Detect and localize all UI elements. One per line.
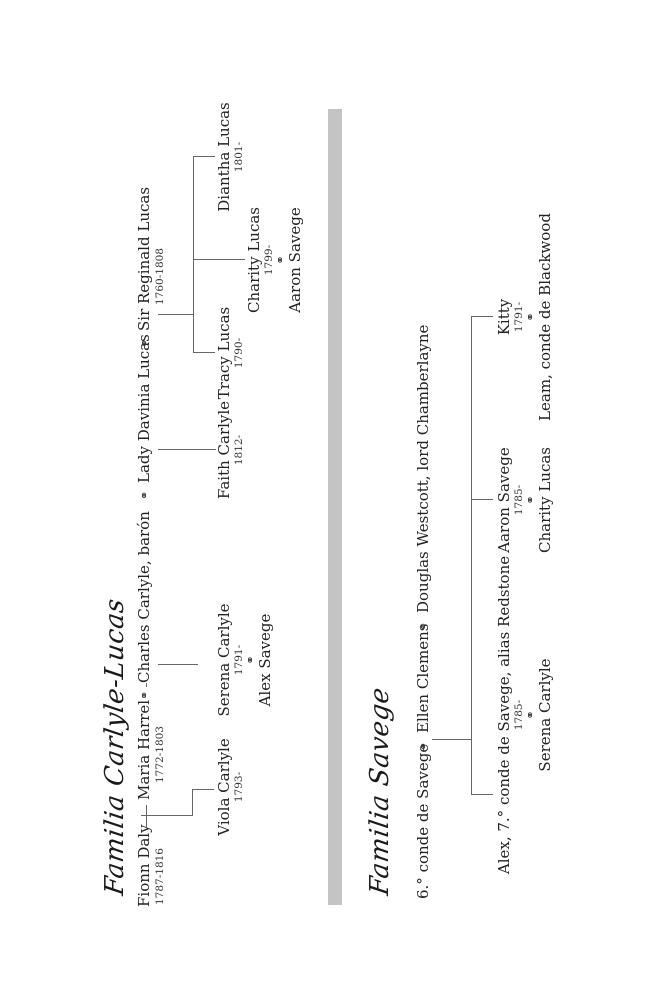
person-ellen-clemens: Ellen Clemens bbox=[414, 623, 432, 733]
family-title-carlyle-lucas: Familia Carlyle-Lucas bbox=[100, 596, 130, 898]
person-6th-conde-de-savege: 6.° conde de Savege bbox=[414, 743, 432, 899]
connector-line bbox=[193, 155, 215, 157]
child-aaron-savege: Aaron Savege 1785- ⚭ Charity Lucas bbox=[495, 447, 554, 553]
person-maria-harrel: Maria Harrel bbox=[135, 699, 153, 800]
connector-line bbox=[147, 814, 193, 816]
person-fionn-daly: Fionn Daly bbox=[135, 824, 153, 907]
person-sir-reginald-lucas: Sir Reginald Lucas bbox=[135, 186, 153, 331]
person-lady-davinia-lucas: Lady Davinia Lucas bbox=[135, 334, 153, 483]
child-kitty: Kitty 1791- ⚭ Leam, conde de Blackwood bbox=[495, 213, 554, 421]
spouse-leam-blackwood: Leam, conde de Blackwood bbox=[536, 213, 554, 421]
years-fionn-daly: 1787-1816 bbox=[154, 848, 166, 905]
family-title-savege: Familia Savege bbox=[365, 685, 395, 898]
spouse-charity-lucas: Charity Lucas bbox=[536, 447, 554, 553]
sibling-bar bbox=[471, 317, 473, 795]
connector-line bbox=[193, 258, 245, 260]
child-diantha-lucas: Diantha Lucas 1801- bbox=[215, 102, 245, 212]
marriage-symbol: ⚭ bbox=[417, 621, 430, 631]
connector-line bbox=[471, 498, 493, 500]
child-alex-savege: Alex, 7.° conde de Savege, alias Redston… bbox=[495, 555, 554, 875]
connector-line bbox=[471, 315, 493, 317]
connector-line bbox=[193, 351, 215, 353]
sibling-bar bbox=[193, 157, 195, 353]
child-faith-carlyle: Faith Carlyle 1812- bbox=[215, 400, 245, 500]
marriage-symbol: ⚭ bbox=[138, 490, 151, 500]
child-tracy-lucas: Tracy Lucas 1790- bbox=[215, 306, 245, 400]
connector-line bbox=[158, 313, 194, 315]
child-serena-carlyle: Serena Carlyle 1791- ⚭ Alex Savege bbox=[215, 603, 274, 717]
connector-line bbox=[192, 788, 214, 790]
years-sir-reginald-lucas: 1760-1808 bbox=[154, 248, 166, 305]
section-divider bbox=[328, 109, 342, 905]
connector-line bbox=[158, 663, 198, 665]
spouse-alex-savege: Alex Savege bbox=[256, 613, 274, 707]
connector-line bbox=[432, 738, 472, 740]
connector-line bbox=[158, 448, 216, 450]
connector-line bbox=[146, 683, 148, 687]
connector-fionn-maria bbox=[146, 805, 148, 827]
marriage-symbol: ⚭ bbox=[138, 690, 151, 700]
child-charity-lucas: Charity Lucas 1799- ⚭ Aaron Savege bbox=[245, 207, 304, 313]
spouse-aaron-savege: Aaron Savege bbox=[286, 207, 304, 313]
marriage-symbol: ⚭ bbox=[138, 338, 151, 348]
spouse-serena-carlyle: Serena Carlyle bbox=[536, 658, 554, 772]
person-douglas-westcott: Douglas Westcott, lord Chamberlayne bbox=[414, 324, 432, 613]
years-maria-harrel: 1772-1803 bbox=[154, 726, 166, 783]
child-viola-carlyle: Viola Carlyle 1793- bbox=[215, 738, 245, 836]
connector-line bbox=[192, 790, 194, 816]
connector-line bbox=[471, 793, 493, 795]
person-charles-carlyle: Charles Carlyle, barón bbox=[135, 511, 153, 683]
marriage-symbol: ⚭ bbox=[417, 741, 430, 751]
